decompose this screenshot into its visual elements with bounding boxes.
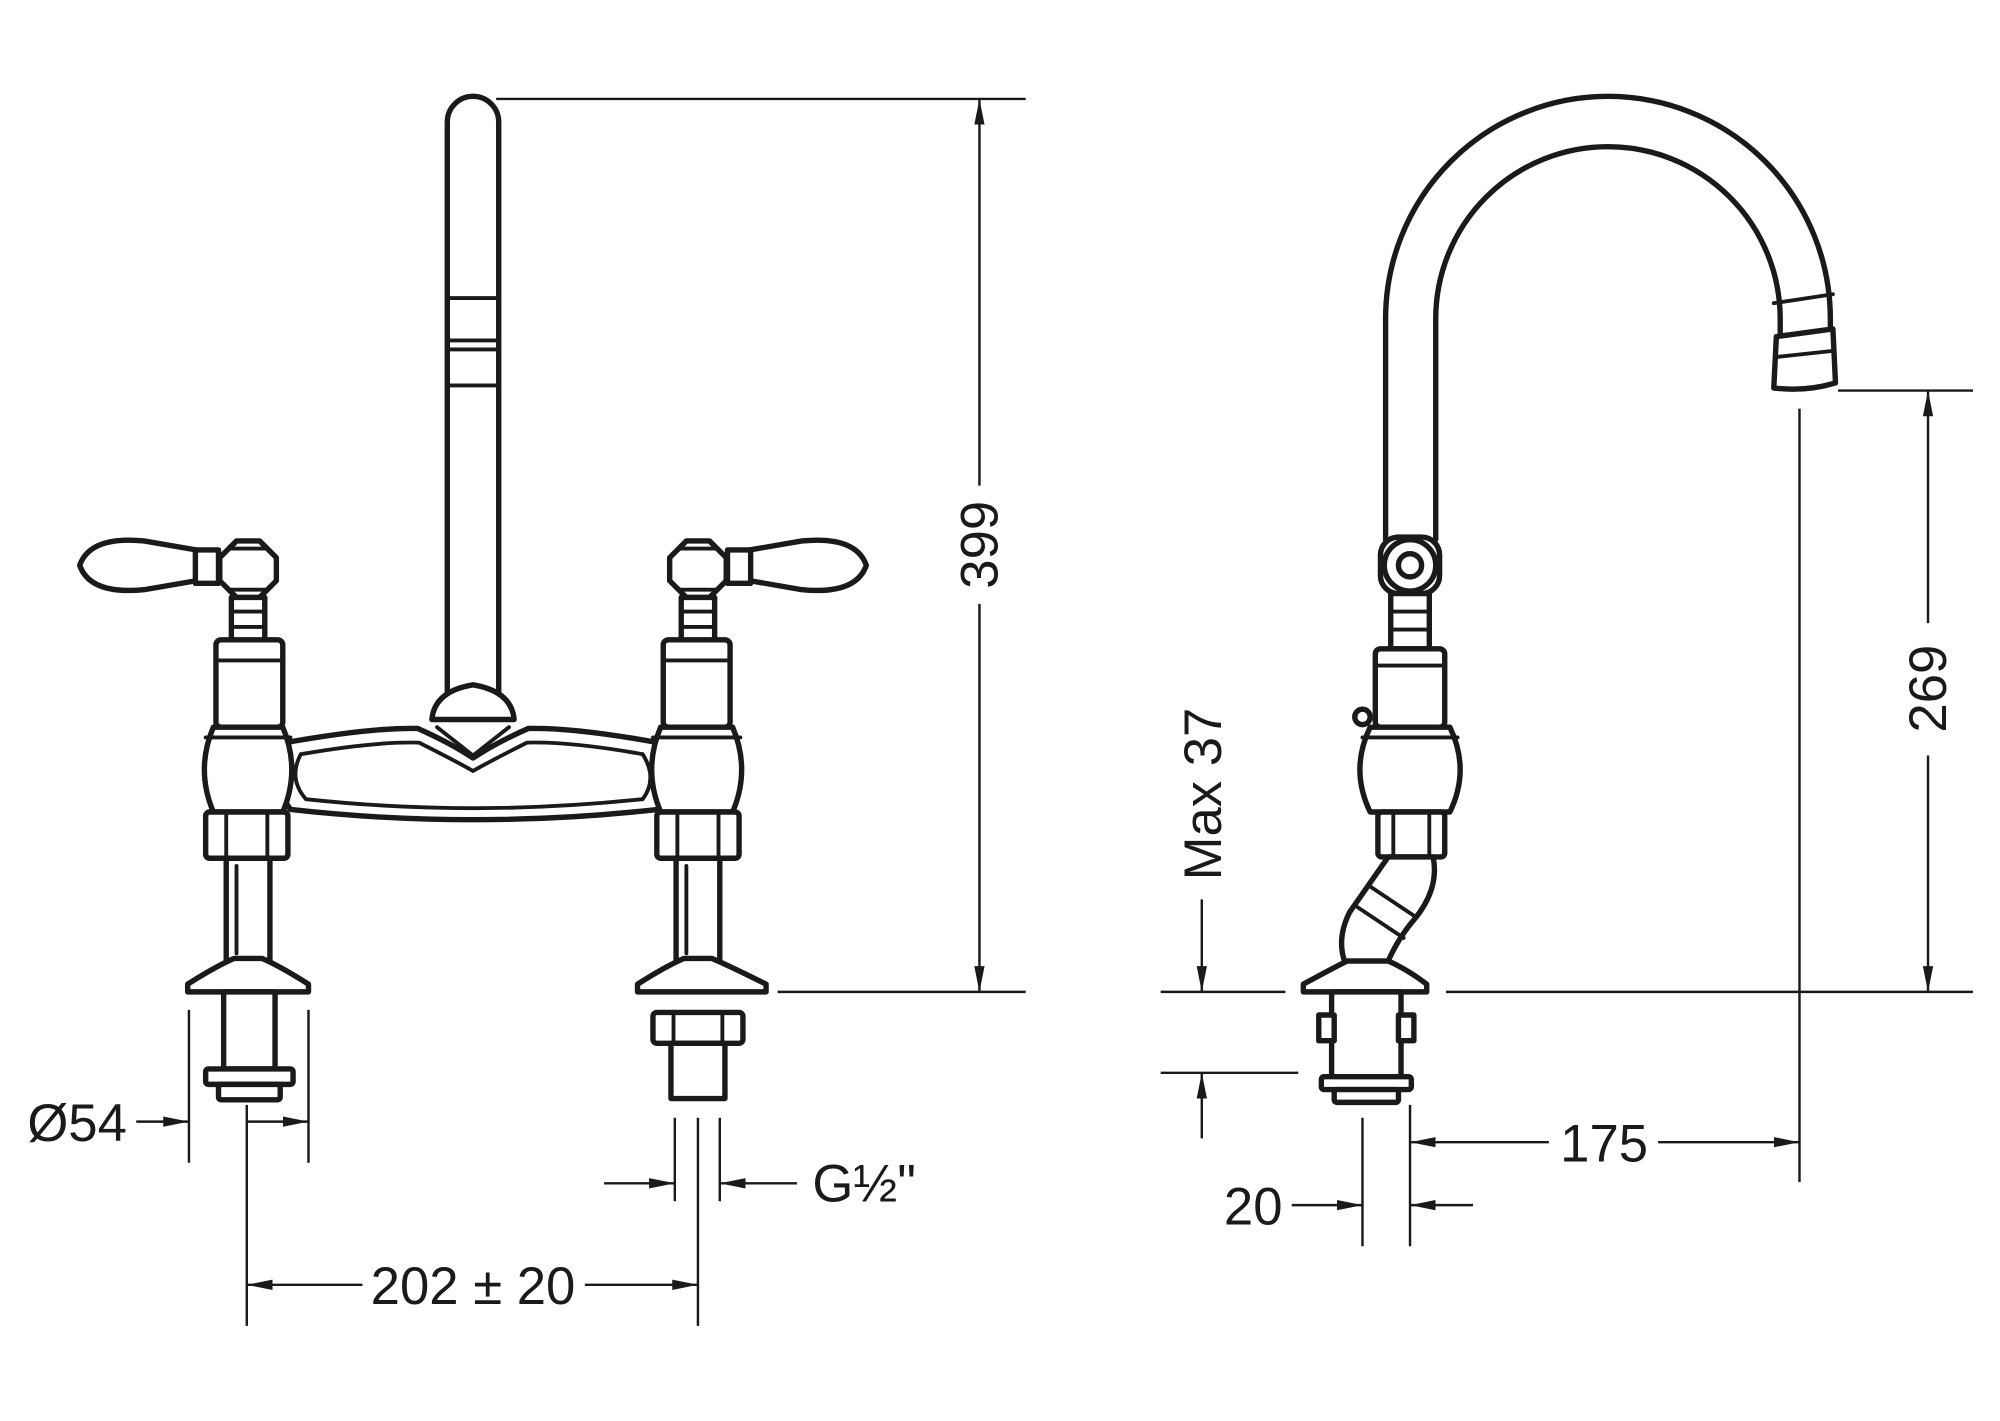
side-washer	[1331, 1086, 1402, 1106]
side-bolt-left	[1316, 1012, 1337, 1044]
bridge-body	[274, 725, 671, 823]
left-washer	[215, 1081, 283, 1103]
right-flange	[634, 955, 769, 995]
side-nut-flats	[1391, 812, 1432, 857]
front-dimensions: 399 Ø54 G½" 202 ± 20	[27, 97, 1026, 1326]
side-bolt-right	[1395, 1012, 1417, 1044]
left-nut	[202, 809, 291, 861]
side-valve-body	[1357, 724, 1463, 815]
side-view	[1300, 93, 1839, 1106]
front-view	[76, 93, 870, 1103]
offset-pipe	[1338, 854, 1438, 964]
side-valve	[1300, 534, 1463, 1106]
side-shank	[1328, 989, 1404, 1080]
side-spindle-rings	[1390, 609, 1430, 632]
left-spindle	[228, 594, 268, 644]
spout-notch	[435, 725, 511, 758]
side-bonnet	[1372, 646, 1448, 730]
left-nut-flats	[224, 812, 270, 858]
right-lever-handle[interactable]	[724, 537, 870, 594]
offset-pipe-bands	[1355, 884, 1419, 940]
gooseneck-spout	[1382, 93, 1839, 543]
height-label: 399	[950, 501, 1009, 589]
spout-height-label: 269	[1899, 645, 1958, 733]
right-shank	[668, 1040, 728, 1102]
left-shank	[220, 989, 278, 1072]
left-valve-body	[201, 724, 295, 815]
diameter-label: Ø54	[27, 1094, 127, 1153]
left-cross-head-facets	[226, 546, 270, 592]
spout-base	[429, 682, 517, 723]
right-bonnet	[660, 637, 733, 730]
front-bridge	[274, 725, 671, 823]
right-backnut-flats	[671, 1013, 725, 1043]
right-cross-head-facets	[676, 546, 720, 592]
right-spindle	[678, 594, 718, 644]
right-valve	[634, 537, 870, 1102]
reach-label: 175	[1560, 1114, 1648, 1173]
right-nut	[654, 809, 742, 861]
left-spindle-rings	[230, 609, 266, 629]
spout-tube	[444, 93, 502, 703]
left-valve	[76, 537, 312, 1103]
side-flange	[1300, 958, 1430, 995]
spout-nozzle-band	[1773, 348, 1837, 360]
right-spindle-rings	[680, 609, 716, 629]
offset-label: 20	[1224, 1177, 1283, 1236]
right-valve-body	[648, 724, 745, 815]
left-lever-collar	[192, 547, 222, 587]
centers-label: 202 ± 20	[371, 1257, 576, 1316]
left-flange	[184, 955, 312, 995]
spout-outer-curve	[1382, 93, 1834, 543]
side-spindle	[1388, 590, 1433, 652]
side-lever-stub	[1352, 706, 1373, 728]
left-lever-handle[interactable]	[76, 537, 222, 594]
side-dimensions: 269 Max 37 175 20	[1160, 389, 1974, 1247]
spout-ring-upper	[447, 296, 499, 343]
left-bonnet	[213, 637, 286, 730]
right-leg	[673, 855, 723, 964]
thread-label: G½"	[812, 1154, 916, 1213]
right-lever-collar	[724, 547, 754, 587]
bridge-inner-outline	[293, 740, 653, 811]
swivel-joint-inner-ring	[1395, 551, 1425, 580]
right-nut-flats	[675, 812, 721, 858]
deck-thickness-label: Max 37	[1174, 708, 1233, 881]
left-leg	[223, 855, 273, 964]
spout-nozzle	[1771, 326, 1839, 392]
spout-ring-lower	[446, 347, 500, 388]
side-nut	[1375, 809, 1448, 860]
front-spout	[429, 93, 517, 723]
right-backnut	[650, 1009, 746, 1046]
spout-inner-curve	[1433, 143, 1783, 543]
spout-nozzle-ring	[1771, 292, 1835, 306]
